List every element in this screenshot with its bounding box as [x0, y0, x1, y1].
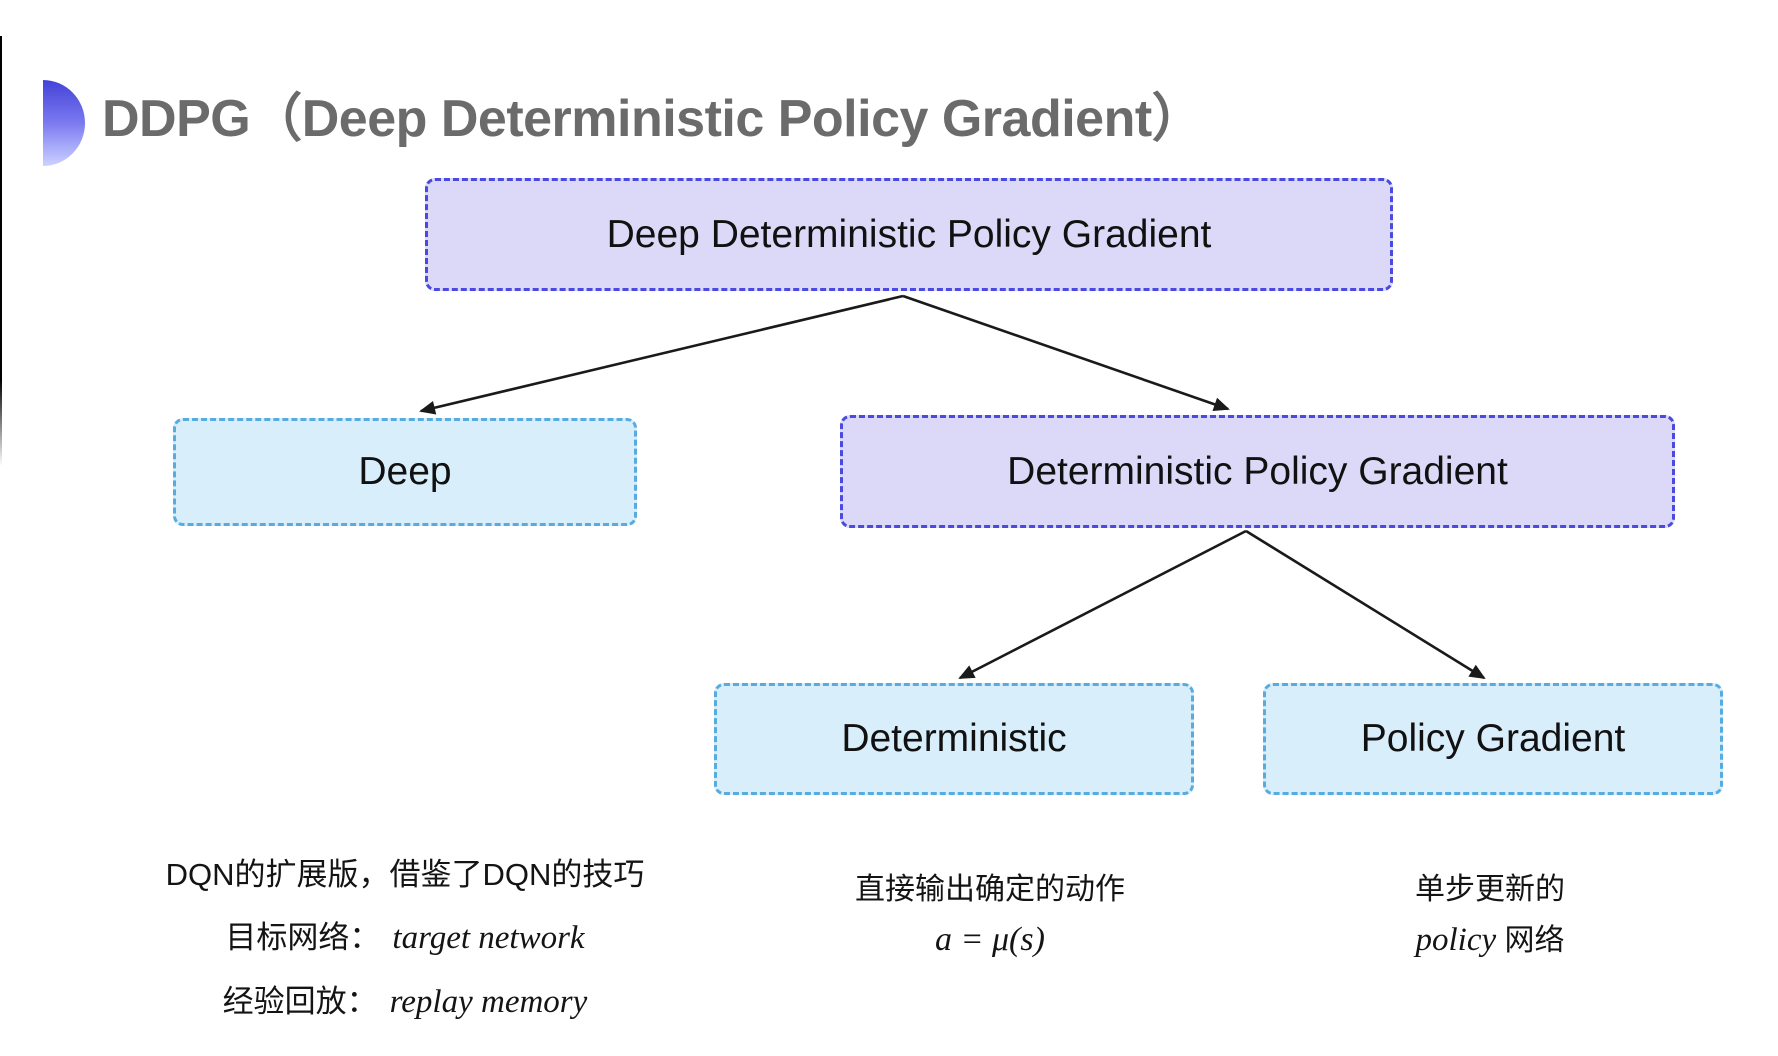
page-title: DDPG（Deep Deterministic Policy Gradient）	[102, 90, 1204, 148]
note-line-policy-network: policy 网络	[1290, 915, 1690, 966]
note-term: policy	[1415, 922, 1497, 958]
note-line-replay-memory: 经验回放： replay memory	[105, 970, 705, 1034]
node-deep-deterministic-policy-gradient: Deep Deterministic Policy Gradient	[425, 178, 1393, 291]
arrow-root-to-deep	[419, 294, 904, 415]
node-policy-gradient: Policy Gradient	[1263, 683, 1723, 795]
arrow-dpg-to-policy-gradient	[1245, 529, 1486, 680]
node-deep: Deep	[173, 418, 637, 526]
node-label: Deep Deterministic Policy Gradient	[606, 212, 1212, 256]
node-deterministic-policy-gradient: Deterministic Policy Gradient	[840, 415, 1675, 528]
note-line-dqn: DQN的扩展版，借鉴了DQN的技巧	[165, 857, 645, 892]
note-term: target network	[392, 920, 585, 956]
node-deterministic: Deterministic	[714, 683, 1194, 795]
node-label: Deterministic Policy Gradient	[1007, 449, 1508, 493]
note-policy-gradient: 单步更新的 policy 网络	[1290, 865, 1690, 966]
node-label: Deep	[358, 450, 452, 493]
note-deterministic: 直接输出确定的动作 a = μ(s)	[790, 865, 1190, 965]
node-label: Deterministic	[841, 717, 1067, 760]
note-rest: 网络	[1496, 924, 1565, 957]
arrow-root-to-dpg	[902, 294, 1230, 412]
note-term: replay memory	[389, 984, 588, 1020]
note-line-action: 直接输出确定的动作	[855, 873, 1125, 906]
note-label: 目标网络：	[225, 920, 381, 955]
note-label: 经验回放：	[222, 984, 378, 1019]
arrow-dpg-to-deterministic	[958, 529, 1247, 680]
note-formula: a = μ(s)	[935, 921, 1045, 958]
node-label: Policy Gradient	[1360, 717, 1626, 760]
screen-edge-line	[0, 36, 2, 466]
note-deep: DQN的扩展版，借鉴了DQN的技巧 目标网络： target network 经验…	[105, 843, 705, 1034]
note-line-single-step: 单步更新的	[1415, 873, 1565, 906]
note-line-target-network: 目标网络： target network	[105, 906, 705, 970]
